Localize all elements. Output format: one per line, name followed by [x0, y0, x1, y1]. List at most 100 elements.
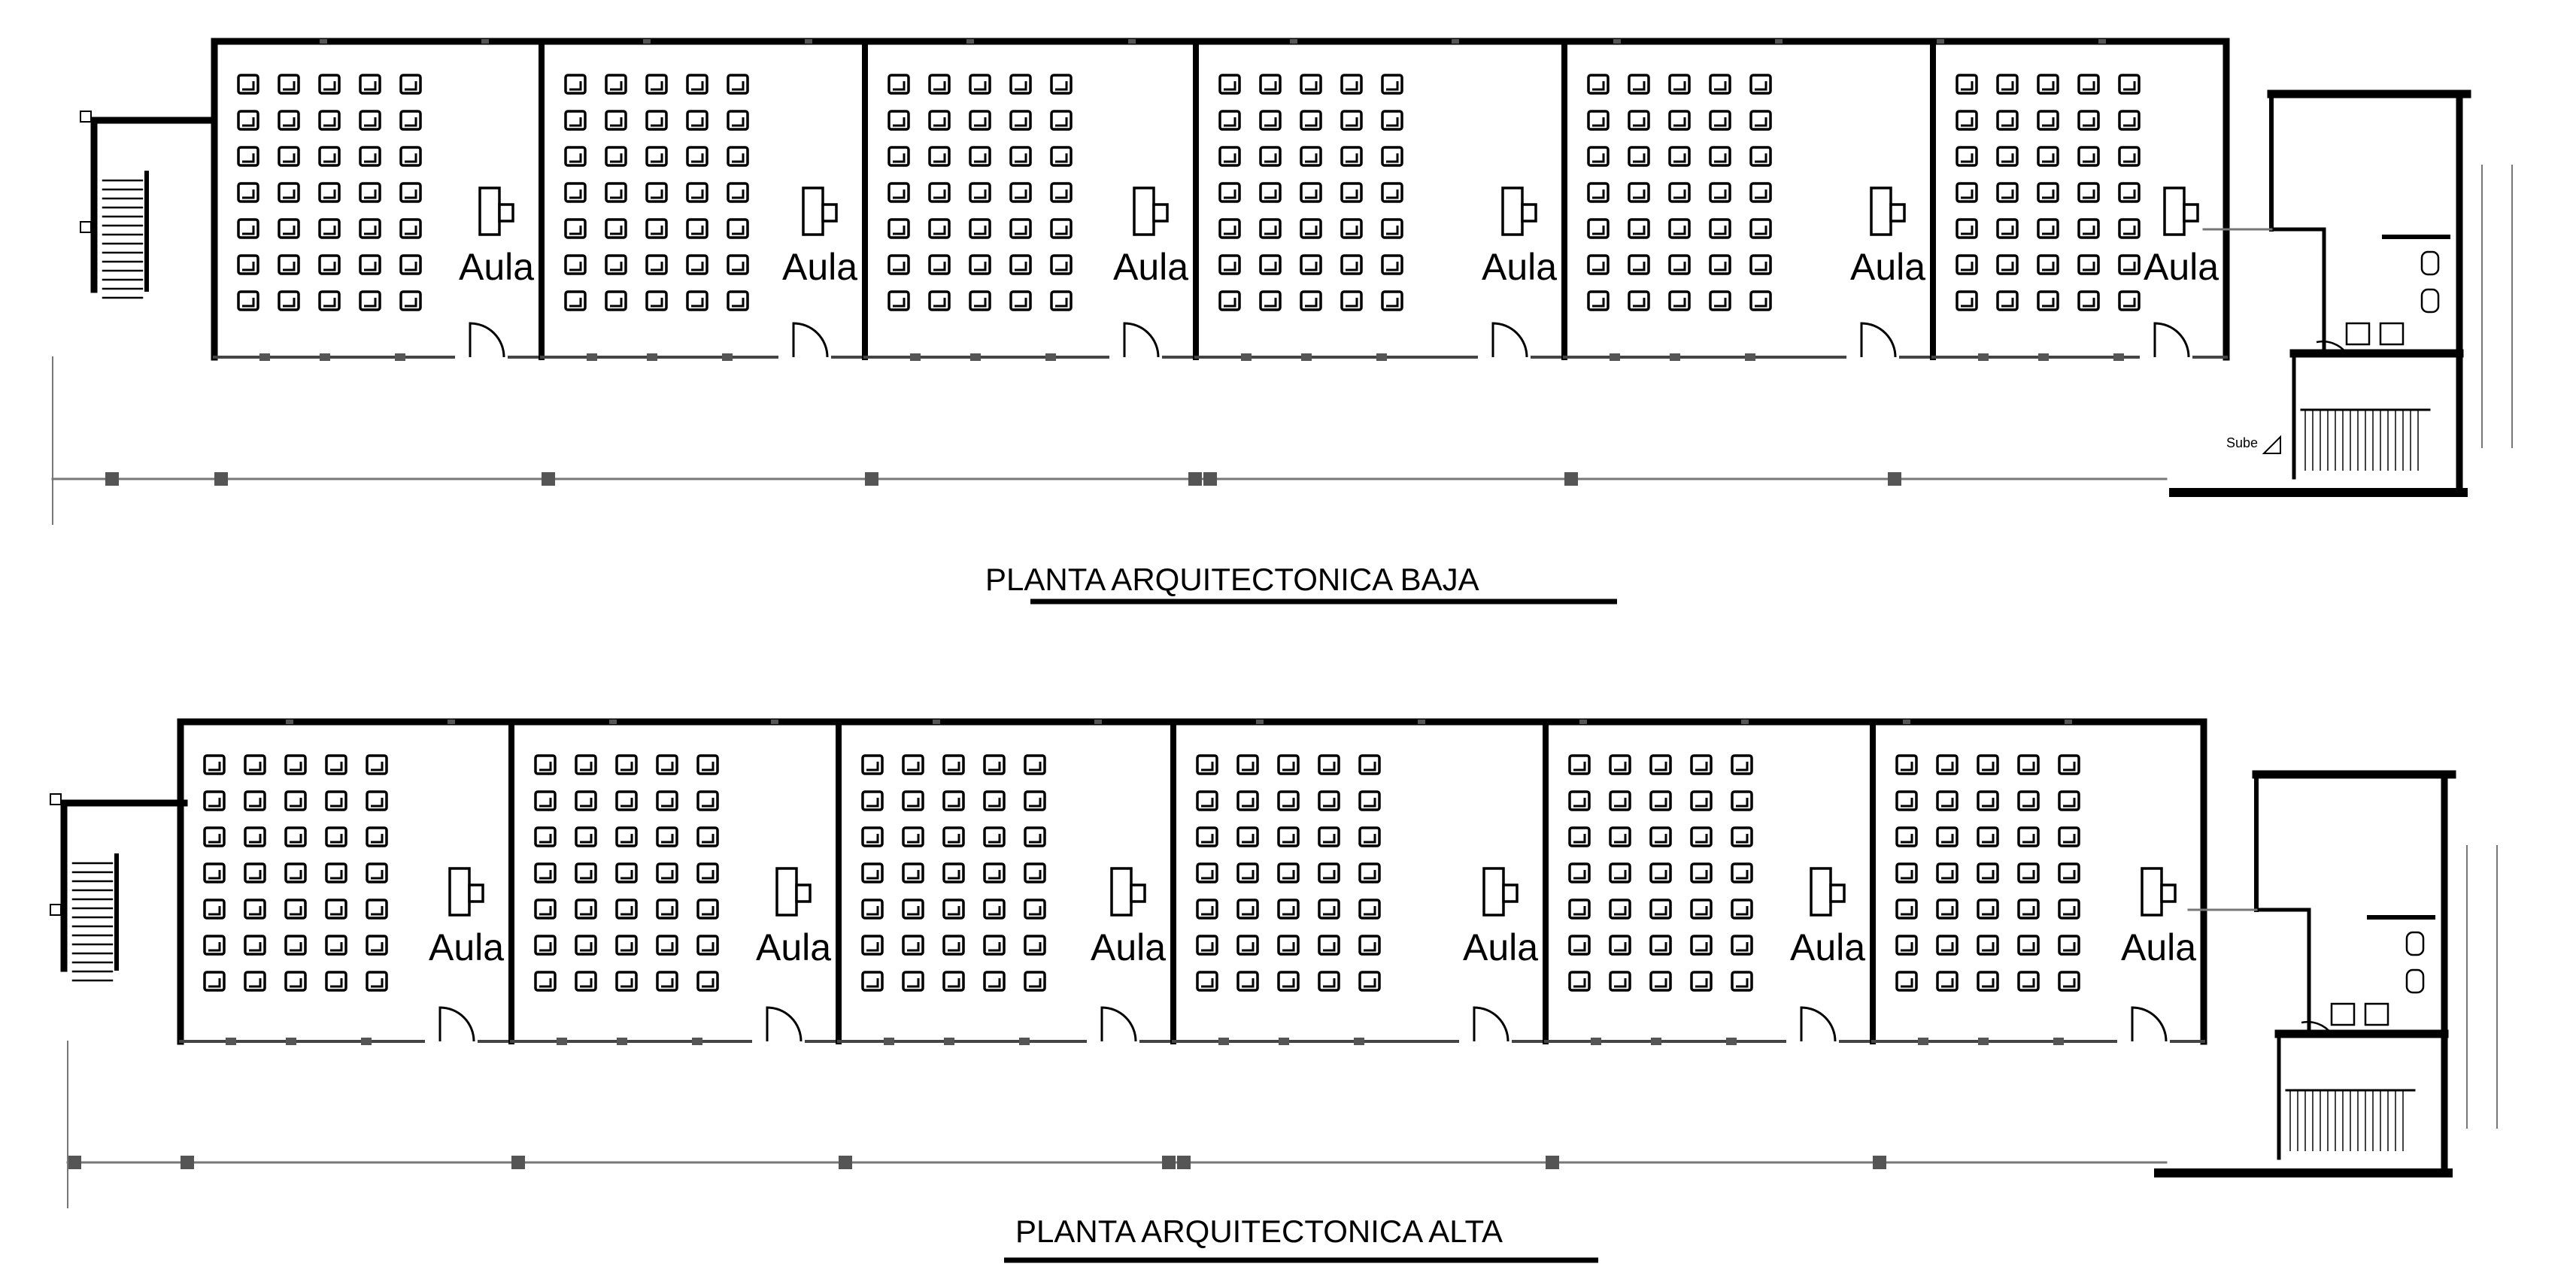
window-mullion	[1579, 720, 1587, 724]
chair-seat	[569, 189, 582, 199]
chair-seat	[1982, 978, 1995, 988]
desk-chair	[1996, 290, 2019, 311]
chair-seat	[651, 189, 663, 199]
chair-seat	[1029, 762, 1042, 771]
chair-seat	[691, 189, 704, 199]
chair-seat	[1015, 117, 1027, 127]
desk-chair	[1731, 935, 1753, 956]
desk-chair	[1218, 254, 1241, 275]
desk-chair	[237, 110, 259, 131]
room-label: Aula	[1463, 926, 1538, 968]
desk-chair	[645, 290, 668, 311]
desk-chair	[887, 74, 910, 95]
chair-seat	[580, 942, 593, 952]
chair-seat	[1982, 870, 1995, 880]
chair-seat	[2063, 978, 2076, 988]
chair-seat	[1346, 226, 1358, 235]
chair-seat	[2123, 298, 2136, 308]
desk-chair	[1196, 754, 1218, 775]
chair-seat	[2022, 798, 2035, 808]
desk-chair	[983, 899, 1006, 920]
column	[1888, 472, 1901, 486]
chair-seat	[208, 762, 221, 771]
chair-seat	[702, 762, 715, 771]
desk-chair	[534, 935, 557, 956]
desk-chair	[1609, 754, 1631, 775]
chair-seat	[866, 834, 879, 844]
chair-seat	[2042, 298, 2055, 308]
desk-chair	[318, 182, 341, 203]
teacher-desk	[1133, 186, 1155, 236]
desk-chair	[2077, 110, 2100, 131]
chair-seat	[1201, 906, 1214, 916]
chair-seat	[651, 81, 663, 91]
column	[1162, 1156, 1176, 1169]
desk-chair	[969, 110, 991, 131]
chair-seat	[933, 262, 946, 271]
chair-seat	[1614, 798, 1627, 808]
desk-chair	[399, 182, 422, 203]
chair-seat	[283, 81, 296, 91]
chair-seat	[933, 298, 946, 308]
column	[105, 472, 119, 486]
chair-seat	[569, 117, 582, 127]
desk-chair	[1259, 110, 1282, 131]
desk-chair	[1936, 754, 1959, 775]
chair-seat	[2001, 117, 2014, 127]
chair-seat	[1282, 870, 1295, 880]
desk-chair	[861, 790, 884, 811]
desk-chair	[575, 826, 597, 847]
desk-chair	[534, 790, 557, 811]
desk-chair	[727, 254, 749, 275]
window-mullion	[2098, 39, 2106, 44]
desk-chair	[2037, 290, 2059, 311]
desk-chair	[2058, 862, 2080, 883]
desk-chair	[1340, 110, 1363, 131]
chair-seat	[2001, 189, 2014, 199]
chair-seat	[907, 762, 920, 771]
desk-chair	[983, 790, 1006, 811]
chair-seat	[1901, 942, 1913, 952]
chair-seat	[1736, 870, 1749, 880]
teacher-desk	[775, 867, 798, 917]
desk-chair	[534, 862, 557, 883]
stair-post	[80, 221, 92, 233]
chair-seat	[2123, 153, 2136, 163]
desk-chair	[1318, 899, 1340, 920]
chair-seat	[1346, 81, 1358, 91]
stair-post	[50, 793, 62, 805]
desk-chair	[928, 254, 951, 275]
desk-chair	[605, 146, 627, 167]
desk-chair	[1568, 899, 1591, 920]
window-mullion	[1937, 39, 1944, 44]
chair-seat	[405, 189, 417, 199]
desk-chair	[1236, 971, 1259, 992]
chair-seat	[691, 117, 704, 127]
desk-chair	[1936, 935, 1959, 956]
door-swing	[766, 1006, 803, 1042]
window-sill	[1019, 1038, 1030, 1045]
door-swing	[2153, 322, 2190, 358]
chair-seat	[1386, 81, 1399, 91]
chair-seat	[1029, 834, 1042, 844]
chair-seat	[1901, 762, 1913, 771]
desk-chair	[1936, 790, 1959, 811]
chair-seat	[2063, 870, 2076, 880]
teacher-chair	[795, 883, 812, 903]
chair-seat	[1614, 870, 1627, 880]
column	[1546, 1156, 1559, 1169]
desk-chair	[2118, 74, 2141, 95]
window-sill	[226, 1038, 236, 1045]
chair-seat	[1386, 153, 1399, 163]
chair-seat	[1982, 942, 1995, 952]
chair-seat	[610, 189, 623, 199]
desk-chair	[686, 290, 708, 311]
chair-seat	[1242, 834, 1255, 844]
desk-chair	[1024, 899, 1046, 920]
desk-chair	[1690, 790, 1713, 811]
chair-seat	[1714, 262, 1727, 271]
room-label: Aula	[1482, 246, 1557, 288]
desk-chair	[1236, 754, 1259, 775]
chair-seat	[988, 870, 1001, 880]
chair-seat	[651, 298, 663, 308]
